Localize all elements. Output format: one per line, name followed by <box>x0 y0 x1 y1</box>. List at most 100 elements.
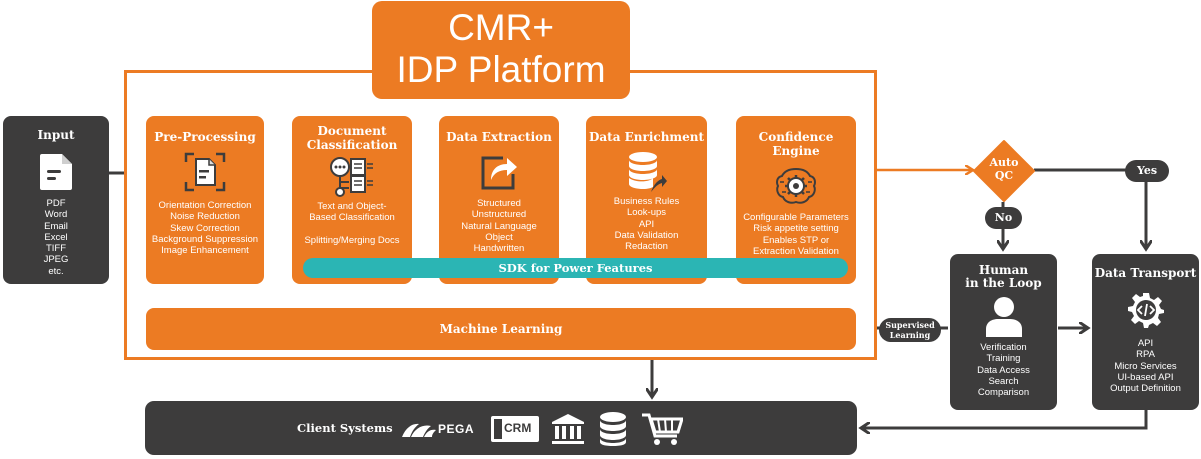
auto-qc-line1: Auto <box>989 156 1019 169</box>
export-arrow-icon <box>481 156 517 190</box>
client-systems-title: Client Systems <box>297 421 393 435</box>
stage-item: Look-ups <box>626 207 667 219</box>
stage-item: Image Enhancement <box>161 245 249 257</box>
input-format: etc. <box>48 265 64 277</box>
pega-logo-icon: PEGA <box>401 418 483 440</box>
stage-item: Unstructured <box>471 209 527 221</box>
input-format: Email <box>44 220 68 232</box>
platform-title-line1: CMR+ <box>448 7 554 48</box>
stage-data-enrichment: Data Enrichment Business Rules Look-ups … <box>586 116 707 284</box>
human-title: Human in the Loop <box>950 264 1057 290</box>
stage-title-line1: Document <box>317 124 387 138</box>
transport-title: Data Transport <box>1094 266 1197 280</box>
database-icon <box>600 412 626 446</box>
crm-text: CRM <box>504 421 532 435</box>
human-item: Verification <box>980 342 1027 353</box>
platform-title: CMR+ IDP Platform <box>372 1 630 99</box>
pega-text: PEGA <box>438 422 475 436</box>
stage-item: Configurable Parameters <box>743 212 849 223</box>
stage-item: Natural Language <box>461 220 537 232</box>
auto-qc-line2: QC <box>994 169 1014 182</box>
transport-item: UI-based API <box>1117 371 1174 383</box>
stage-item: Handwritten <box>473 243 525 255</box>
stage-item: Data Validation <box>614 229 679 241</box>
stage-item: API <box>638 218 655 230</box>
stage-item: Extraction Validation <box>753 245 839 257</box>
no-label: No <box>985 207 1022 229</box>
stage-title: Data Extraction <box>446 130 552 144</box>
stage-title-line2: Classification <box>306 138 398 152</box>
stage-document-classification: Document Classification Text and Object-… <box>292 116 412 284</box>
stage-item: Text and Object- <box>317 201 387 212</box>
supervised-line2: Learning <box>889 330 931 340</box>
platform-title-line2: IDP Platform <box>396 49 606 90</box>
sdk-power-features-bar: SDK for Power Features <box>303 258 848 278</box>
stage-title: Confidence Engine <box>758 130 834 158</box>
stage-item: Risk appetite setting <box>753 223 839 235</box>
client-systems-bar: Client Systems PEGA CRM <box>145 401 857 455</box>
transport-item: Output Definition <box>1110 383 1181 395</box>
stage-items: Text and Object- Based Classification Sp… <box>292 201 412 246</box>
auto-qc-label: Auto QC <box>972 156 1036 182</box>
stage-item: Skew Correction <box>170 222 240 234</box>
stage-item: Noise Reduction <box>170 211 240 223</box>
transport-item: RPA <box>1136 349 1155 361</box>
crm-icon: CRM <box>491 416 539 442</box>
input-format: Excel <box>44 231 68 243</box>
human-in-the-loop-box: Human in the Loop Verification Training … <box>950 254 1057 410</box>
brain-gear-icon <box>776 167 816 204</box>
stage-item: Enables STP or <box>762 234 830 246</box>
supervised-learning-label: Supervised Learning <box>879 318 941 342</box>
input-format: TIFF <box>45 243 67 255</box>
database-arrow-icon <box>628 152 667 192</box>
data-transport-box: Data Transport API RPA Micro Services UI… <box>1092 254 1199 410</box>
transport-items: API RPA Micro Services UI-based API Outp… <box>1092 338 1199 394</box>
classification-tree-icon <box>330 157 373 197</box>
bank-icon <box>552 414 584 444</box>
stage-title: Pre-Processing <box>154 130 256 144</box>
yes-label: Yes <box>1125 160 1169 182</box>
stage-item: Business Rules <box>613 196 680 207</box>
input-title: Input <box>37 128 75 142</box>
supervised-line1: Supervised <box>885 320 935 330</box>
stage-pre-processing: Pre-Processing Orientation Correction No… <box>146 116 264 284</box>
stage-item: Object <box>485 231 513 243</box>
input-format: PDF <box>46 198 66 209</box>
human-title-line1: Human <box>978 263 1029 277</box>
input-formats-list: PDF Word Email Excel TIFF JPEG etc. <box>3 198 109 277</box>
stage-item <box>292 224 412 235</box>
transport-item: Micro Services <box>1114 360 1177 372</box>
stage-item: Structured <box>477 198 521 209</box>
stage-title: Document Classification <box>292 124 412 152</box>
stage-item: Redaction <box>625 241 668 253</box>
decision-diamond-shape <box>973 140 1035 202</box>
document-icon <box>40 154 72 190</box>
stage-confidence-engine: Confidence Engine Configurable Parameter… <box>736 116 856 284</box>
stage-item: Background Suppression <box>151 233 259 245</box>
person-icon <box>985 297 1022 337</box>
input-format: JPEG <box>43 254 69 266</box>
human-item: Comparison <box>977 387 1030 399</box>
stage-item: Based Classification <box>309 212 395 224</box>
pega-mark-icon <box>402 423 436 437</box>
stage-title: Data Enrichment <box>588 130 705 144</box>
transport-item: API <box>1137 338 1154 349</box>
human-title-line2: in the Loop <box>965 276 1042 290</box>
stage-items: Orientation Correction Noise Reduction S… <box>146 200 264 256</box>
human-item: Search <box>988 375 1019 387</box>
auto-qc-decision: Auto QC <box>972 139 1036 203</box>
stage-item: Splitting/Merging Docs <box>304 234 400 246</box>
stage-item: Orientation Correction <box>158 200 252 211</box>
human-item: Data Access <box>977 364 1030 376</box>
input-format: Word <box>44 209 68 221</box>
stage-items: Business Rules Look-ups API Data Validat… <box>586 196 707 252</box>
stage-data-extraction: Data Extraction Structured Unstructured … <box>439 116 559 284</box>
stage-items: Structured Unstructured Natural Language… <box>439 198 559 254</box>
document-scan-icon <box>184 152 226 192</box>
crm-sidebar-mark <box>494 419 502 439</box>
human-item: Training <box>986 353 1021 365</box>
human-items: Verification Training Data Access Search… <box>950 342 1057 398</box>
machine-learning-bar: Machine Learning <box>146 308 856 350</box>
input-box: Input PDF Word Email Excel TIFF JPEG etc… <box>3 116 109 284</box>
cart-icon <box>642 413 683 445</box>
